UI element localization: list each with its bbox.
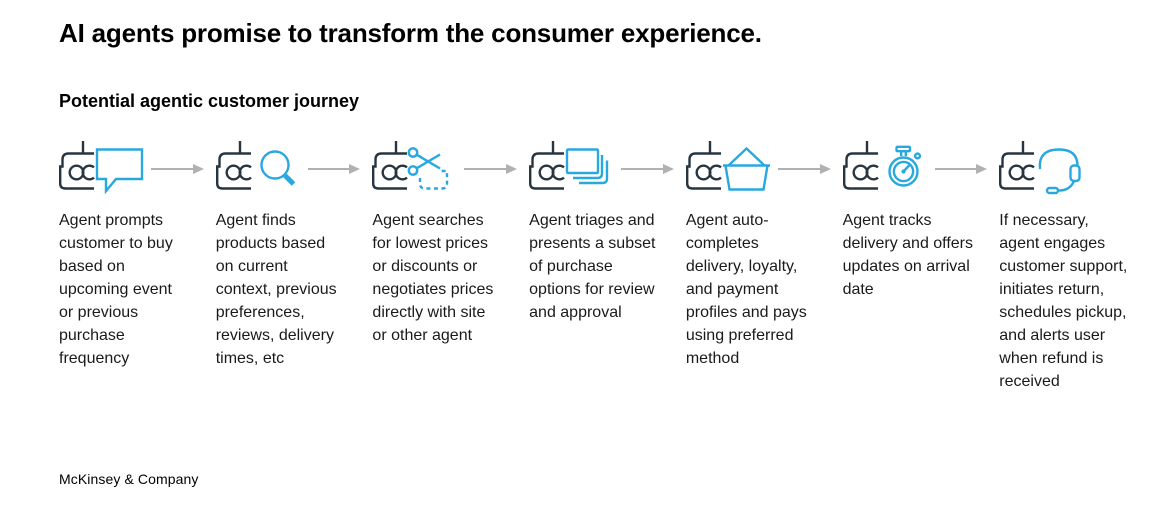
step-description: Agent finds products based on current co…: [215, 212, 337, 367]
journey-step-6: [842, 140, 974, 198]
journey-step-7: [999, 140, 1130, 198]
robot-headset-icon: [999, 140, 1081, 195]
arrow-right-icon: [464, 163, 517, 175]
journey-step-1: [59, 140, 190, 198]
robot-stopwatch-icon: [842, 140, 921, 190]
brand-footer: McKinsey & Company: [59, 471, 199, 487]
arrow-right-icon: [935, 163, 988, 175]
journey-step-5: [685, 140, 817, 198]
robot-chat-bubble-icon: [59, 140, 144, 195]
robot-scissors-coupon-icon: [372, 140, 449, 190]
arrow-right-icon: [621, 163, 674, 175]
step-description: If necessary, agent engages customer sup…: [999, 212, 1128, 390]
robot-shopping-basket-icon: [685, 140, 770, 191]
journey-step-4: [529, 140, 660, 198]
robot-search-icon: [215, 140, 295, 190]
robot-stacked-cards-icon: [529, 140, 609, 190]
step-description: Agent tracks delivery and offers updates…: [842, 212, 974, 298]
step-description: Agent triages and presents a subset of p…: [529, 212, 656, 321]
step-description: Agent prompts customer to buy based on u…: [59, 212, 173, 367]
journey-step-3: [372, 140, 503, 198]
step-description: Agent searches for lowest prices or disc…: [372, 212, 494, 344]
page-title: AI agents promise to transform the consu…: [59, 18, 762, 48]
journey-step-2: [215, 140, 347, 198]
arrow-right-icon: [308, 163, 361, 175]
section-subtitle: Potential agentic customer journey: [59, 91, 360, 111]
step-description: Agent auto-completes delivery, loyalty, …: [685, 212, 807, 367]
journey-icon-row: [59, 140, 1130, 198]
arrow-right-icon: [151, 163, 204, 175]
arrow-right-icon: [778, 163, 831, 175]
journey-text-row: Agent prompts customer to buy based on u…: [59, 198, 1130, 393]
